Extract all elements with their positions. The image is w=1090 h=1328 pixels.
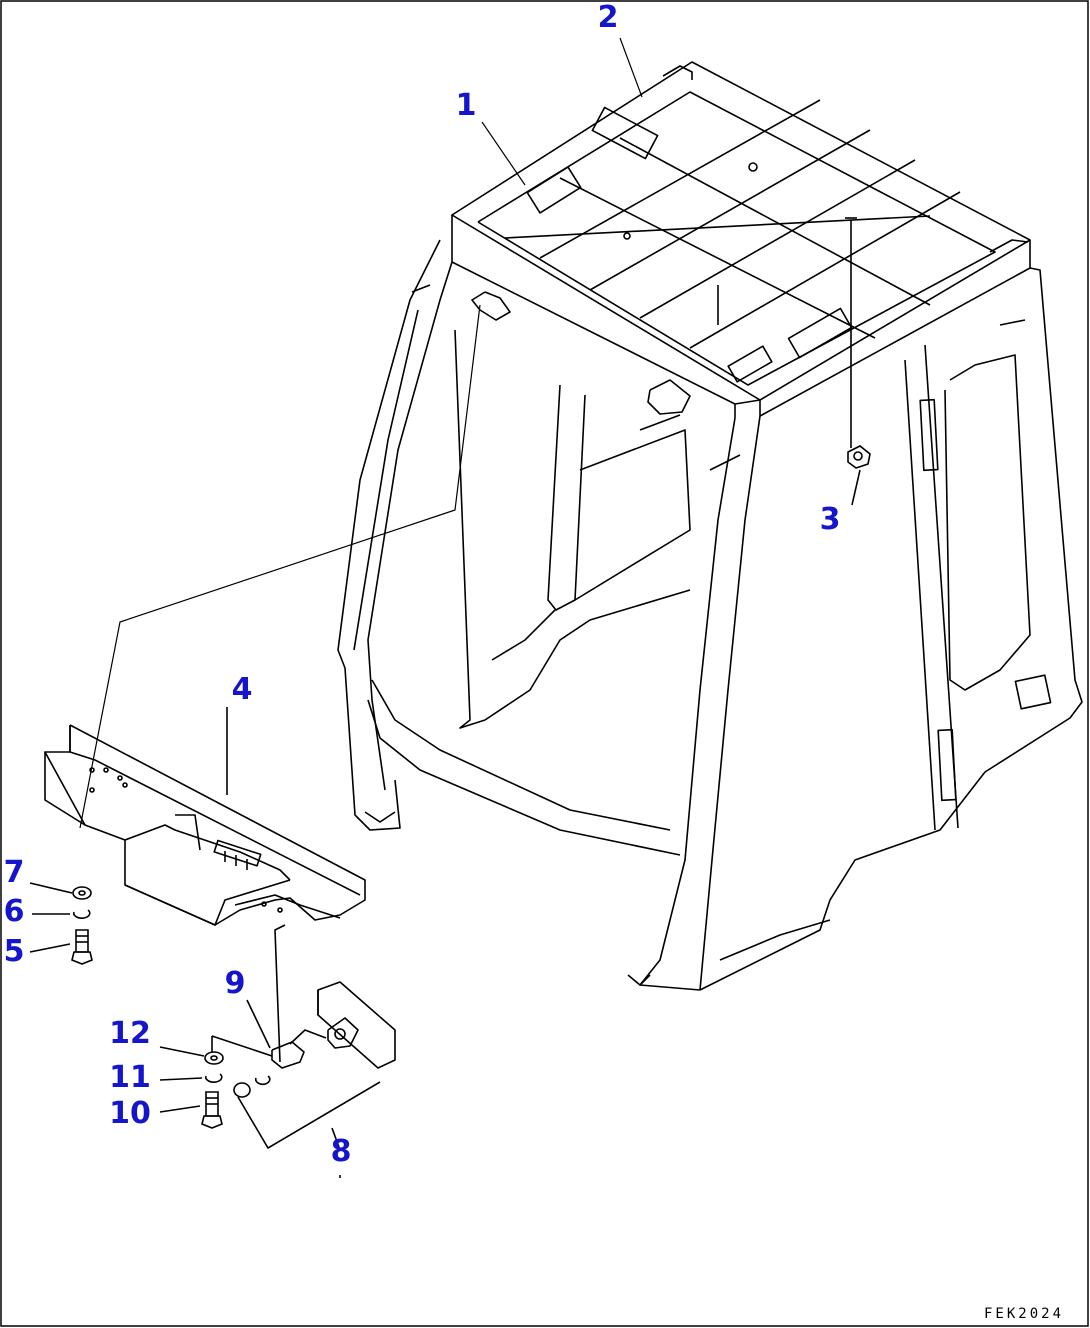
mirror-8 [234,925,395,1178]
callout-4[interactable]: 4 [231,672,253,707]
callout-6[interactable]: 6 [3,894,25,929]
callout-10[interactable]: 10 [109,1096,151,1131]
drawing-code: FEK2024 [984,1306,1065,1322]
bracket-4 [45,707,365,925]
callout-2[interactable]: 2 [597,0,619,35]
fastener-group-10-12 [160,1000,272,1128]
fastener-group-5-7 [30,883,92,964]
callout-11[interactable]: 11 [109,1060,151,1095]
callout-3[interactable]: 3 [819,502,841,537]
cab-frame [338,240,1082,990]
cab-roof [412,62,1030,418]
callout-1[interactable]: 1 [455,88,477,123]
nut-3 [845,218,870,505]
callout-7[interactable]: 7 [3,855,25,890]
leaders-top [482,38,642,185]
callout-9[interactable]: 9 [224,966,246,1001]
callout-5[interactable]: 5 [3,934,25,969]
callout-8[interactable]: 8 [330,1134,352,1169]
callout-12[interactable]: 12 [109,1016,151,1051]
leader-bracket [80,305,480,828]
